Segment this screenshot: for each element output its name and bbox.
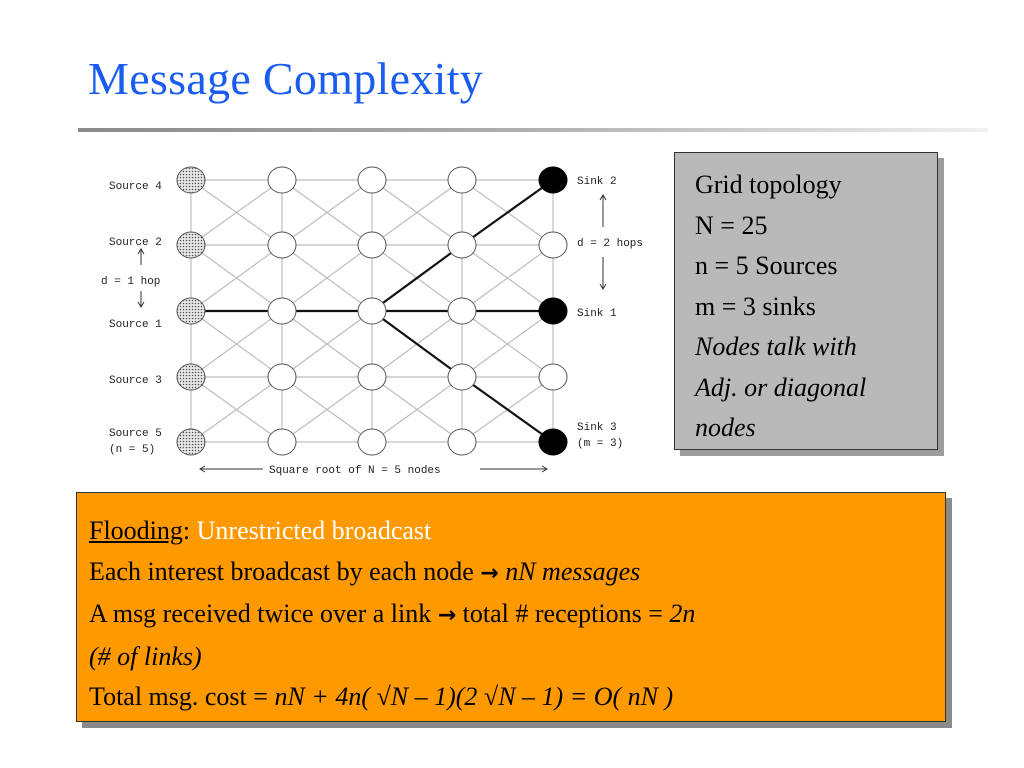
source-3-node [176, 363, 206, 391]
grid-diagonal-link [190, 179, 283, 246]
source-1-label: Source 1 [109, 319, 162, 331]
flooding-term: Flooding [89, 516, 183, 545]
title-divider [78, 128, 988, 132]
grid-node [538, 363, 568, 391]
grid-width-label: Square root of N = 5 nodes [269, 465, 441, 477]
receptions-text-2: total # receptions = [456, 599, 670, 628]
info-line-talk-3: nodes [695, 413, 756, 442]
path-to-sink-2 [371, 244, 463, 312]
grid-node [357, 166, 387, 194]
flooding-description: Unrestricted broadcast [196, 516, 432, 545]
sink-1-label: Sink 1 [577, 308, 617, 320]
source-5-node [176, 428, 206, 456]
broadcast-text: Each interest broadcast by each node [89, 556, 481, 586]
flooding-line-links: (# of links) [89, 641, 202, 671]
info-line-n-total: N = 25 [695, 210, 768, 240]
grid-diagonal-link [461, 244, 554, 312]
source-1-node [176, 297, 206, 325]
info-line-talk-1: Nodes talk with [695, 332, 857, 361]
grid-diagonal-link [371, 376, 463, 443]
grid-node [267, 363, 297, 391]
receptions-result: 2n [669, 599, 696, 628]
source-2-label: Source 2 [109, 237, 162, 249]
arrow-right-icon: → [437, 603, 457, 628]
broadcast-result: nN messages [498, 556, 641, 586]
grid-node [357, 297, 387, 325]
sink-2-node [538, 166, 568, 194]
flooding-line-broadcast: Each interest broadcast by each node → n… [89, 552, 945, 595]
sink-1-node [538, 297, 568, 325]
grid-diagonal-link [190, 376, 283, 443]
grid-node [267, 166, 297, 194]
grid-node [447, 166, 477, 194]
path-to-sink-2 [461, 179, 554, 246]
flooding-box: Flooding: Unrestricted broadcast Each in… [76, 492, 946, 722]
flooding-line-receptions: A msg received twice over a link → total… [89, 594, 945, 637]
flooding-heading-line: Flooding: Unrestricted broadcast [89, 511, 945, 552]
path-to-sink-3 [461, 376, 554, 443]
receptions-text: A msg received twice over a link [89, 599, 438, 628]
sink-count-label: (m = 3) [577, 438, 623, 450]
page-title: Message Complexity [88, 53, 484, 104]
grid-node [267, 428, 297, 456]
sink-3-node [538, 428, 568, 456]
source-3-label: Source 3 [109, 375, 162, 387]
info-line-sinks: m = 3 sinks [695, 291, 816, 321]
source-5-label: Source 5 [109, 428, 162, 440]
grid-diagonal-link [371, 179, 463, 246]
sink-distance-label: d = 2 hops [577, 238, 643, 250]
sink-2-label: Sink 2 [577, 176, 617, 188]
hop-distance-label: d = 1 hop [101, 276, 160, 288]
grid-nodes [176, 166, 568, 456]
total-cost-text: Total msg. cost = [89, 682, 275, 711]
grid-diagonal-link [190, 310, 283, 378]
sink-3-label: Sink 3 [577, 422, 617, 434]
grid-topology-diagram: Source 4 Source 2 Source 1 Source 3 Sour… [101, 166, 643, 477]
topology-info-box: Grid topology N = 25 n = 5 Sources m = 3… [674, 152, 938, 450]
source-4-node [176, 166, 206, 194]
source-4-label: Source 4 [109, 181, 162, 193]
grid-diagonal-link [461, 310, 554, 378]
source-count-label: (n = 5) [109, 444, 155, 456]
grid-diagonal-link [281, 310, 373, 378]
info-line-sources: n = 5 Sources [695, 251, 838, 280]
grid-node [447, 297, 477, 325]
grid-node [357, 363, 387, 391]
grid-node [447, 231, 477, 259]
grid-diagonal-link [190, 244, 283, 312]
grid-node [447, 428, 477, 456]
grid-diagonal-link [281, 376, 373, 443]
arrow-right-icon: → [480, 560, 499, 586]
grid-diagonal-link [281, 179, 373, 246]
total-cost-formula: nN + 4n( √N – 1)(2 √N – 1) = O( nN ) [274, 682, 674, 711]
grid-node [538, 231, 568, 259]
grid-node [357, 231, 387, 259]
grid-node [447, 363, 477, 391]
info-line-talk-2: Adj. or diagonal [695, 372, 867, 402]
grid-node [267, 231, 297, 259]
flooding-colon: : [182, 516, 197, 545]
grid-diagonal-link [281, 244, 373, 312]
grid-node [267, 297, 297, 325]
flooding-line-total-cost: Total msg. cost = nN + 4n( √N – 1)(2 √N … [89, 677, 945, 718]
info-line-topology: Grid topology [695, 170, 842, 199]
source-2-node [176, 231, 206, 259]
grid-node [357, 428, 387, 456]
path-to-sink-3 [371, 310, 463, 378]
